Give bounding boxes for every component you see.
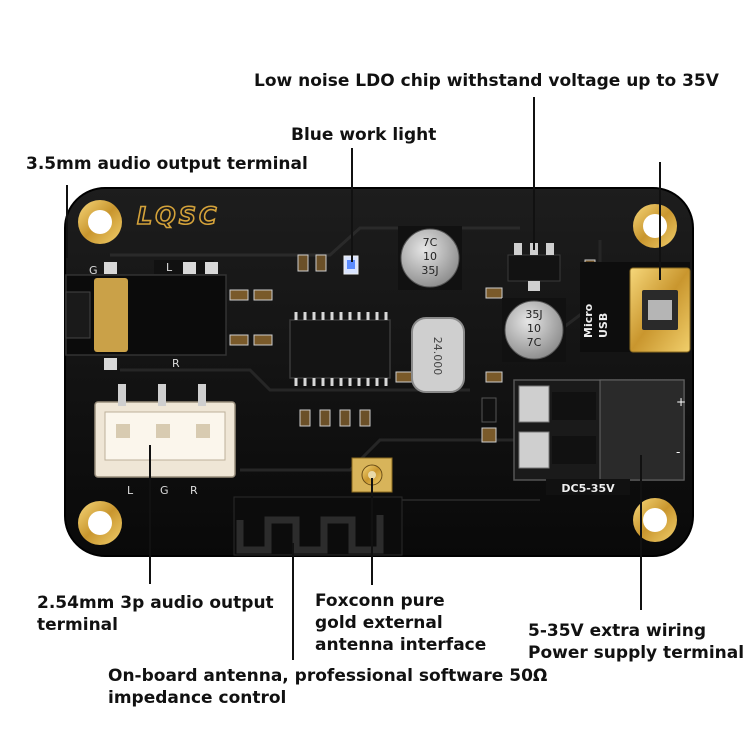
svg-text:L: L (127, 484, 134, 497)
svg-text:35J: 35J (525, 308, 542, 321)
callout-pin-header-line-1: 2.54mm 3p audio output (37, 593, 274, 613)
callout-pin-header: 2.54mm 3p audio output terminal (37, 592, 274, 636)
callout-ufl-line-1: Foxconn pure (315, 591, 445, 611)
svg-text:+: + (676, 395, 686, 409)
svg-text:35J: 35J (421, 264, 438, 277)
svg-text:R: R (190, 484, 198, 497)
svg-text:10: 10 (527, 322, 541, 335)
svg-text:USB: USB (597, 313, 610, 338)
svg-text:L: L (166, 261, 173, 274)
leader-lines (66, 97, 661, 660)
svg-text:-: - (676, 445, 680, 459)
callout-antenna-line-2: impedance control (108, 688, 287, 708)
callout-audio-jack: 3.5mm audio output terminal (26, 153, 308, 175)
svg-text:LQSC: LQSC (137, 202, 220, 230)
callout-blue-light: Blue work light (291, 124, 436, 146)
callout-ufl: Foxconn pure gold external antenna inter… (315, 590, 486, 656)
svg-text:7C: 7C (527, 336, 542, 349)
callout-ufl-line-3: antenna interface (315, 635, 487, 655)
capacitor-top: 7C 10 35J (398, 226, 462, 290)
onboard-antenna (233, 496, 403, 556)
callout-ldo-line-1: Low noise LDO chip withstand voltage up … (254, 71, 719, 91)
svg-text:R: R (172, 357, 180, 370)
micro-usb-port: Micro USB (580, 262, 691, 353)
pin-header-component: L G R (94, 384, 236, 497)
svg-text:Micro: Micro (582, 303, 595, 338)
svg-text:10: 10 (423, 250, 437, 263)
dc-screw-terminal: + - DC5-35V (481, 379, 686, 495)
brand-logo: LQSC (136, 201, 220, 231)
callout-power-terminal: 5-35V extra wiring Power supply terminal (528, 620, 744, 664)
bluetooth-ic (289, 312, 391, 386)
callout-ldo: Low noise LDO chip withstand voltage up … (254, 70, 719, 92)
callout-audio-jack-line-1: 3.5mm audio output terminal (26, 154, 308, 174)
callout-antenna: On-board antenna, professional software … (108, 665, 547, 709)
audio-jack-component: G L R (65, 260, 227, 370)
mounting-hole-bl (78, 501, 122, 545)
mounting-hole-br (633, 498, 677, 542)
callout-blue-light-line-1: Blue work light (291, 125, 437, 145)
callout-antenna-line-1: On-board antenna, professional software … (108, 666, 548, 686)
mounting-hole-tr (633, 204, 677, 248)
ufl-connector (351, 457, 393, 493)
svg-text:DC5-35V: DC5-35V (561, 482, 615, 495)
capacitor-right: 35J 10 7C (502, 298, 566, 362)
callout-power-terminal-line-2: Power supply terminal (528, 643, 745, 663)
svg-text:G: G (160, 484, 169, 497)
crystal-oscillator: 24.000 (411, 317, 465, 393)
callout-pin-header-line-2: terminal (37, 615, 118, 635)
svg-text:7C: 7C (423, 236, 438, 249)
callout-ufl-line-2: gold external (315, 613, 443, 633)
svg-text:24.000: 24.000 (431, 337, 444, 376)
mounting-hole-tl (78, 200, 122, 244)
callout-power-terminal-line-1: 5-35V extra wiring (528, 621, 707, 641)
ldo-chip (507, 243, 561, 291)
svg-text:G: G (89, 264, 98, 277)
